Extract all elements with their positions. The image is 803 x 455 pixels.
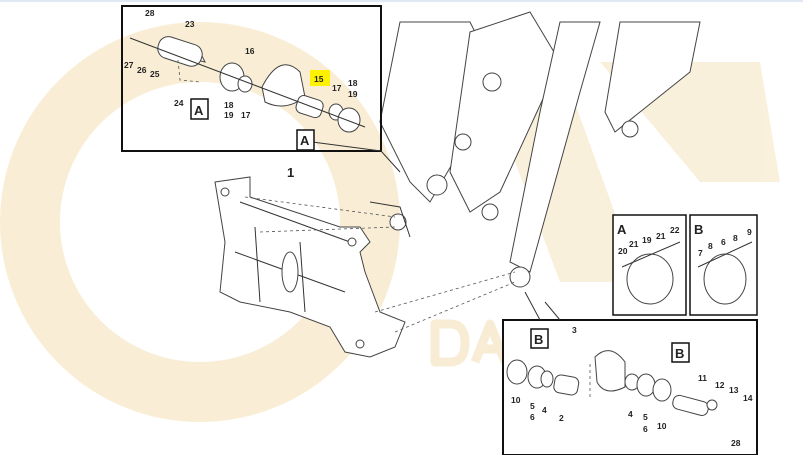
part-label[interactable]: 12 — [715, 380, 725, 390]
part-label[interactable]: 8 — [708, 241, 713, 251]
part-label[interactable]: 7 — [698, 248, 703, 258]
part-label[interactable]: 18 — [224, 100, 234, 110]
part-label[interactable]: 27 — [124, 60, 134, 70]
part-label[interactable]: 6 — [530, 412, 535, 422]
part-label[interactable]: 3 — [572, 325, 577, 335]
inset-a-callouts[interactable]: A A — [194, 103, 310, 148]
part-label[interactable]: 17 — [332, 83, 342, 93]
box-a-title: A — [617, 222, 627, 237]
part-label[interactable]: 4 — [542, 405, 547, 415]
part-label[interactable]: 10 — [511, 395, 521, 405]
highlight-marker — [310, 70, 330, 86]
ring-detail-a — [612, 214, 687, 316]
inset-pin-a — [121, 5, 401, 173]
part-label[interactable]: 14 — [743, 393, 753, 403]
part-label[interactable]: 26 — [137, 65, 147, 75]
part-label[interactable]: 19 — [224, 110, 234, 120]
frame-label: 1 — [287, 165, 294, 180]
box-b-title: B — [694, 222, 703, 237]
part-label[interactable]: 5 — [643, 412, 648, 422]
part-label[interactable]: 13 — [729, 385, 739, 395]
part-label[interactable]: 22 — [670, 225, 680, 235]
part-label[interactable]: 11 — [698, 373, 707, 383]
callout-a[interactable]: A — [194, 103, 204, 118]
part-label[interactable]: 4 — [628, 409, 633, 419]
part-label[interactable]: 2 — [559, 413, 564, 423]
part-label[interactable]: 10 — [657, 421, 667, 431]
part-label[interactable]: 6 — [643, 424, 648, 434]
inset-pin-b — [502, 291, 758, 455]
part-label-highlighted[interactable]: 15 — [314, 74, 324, 84]
part-label[interactable]: 28 — [731, 438, 741, 448]
inset-b-callouts[interactable]: B B — [534, 332, 684, 361]
callout-a[interactable]: A — [300, 133, 310, 148]
part-label[interactable]: 19 — [642, 235, 652, 245]
loader-arm-drawing — [369, 11, 701, 288]
part-label[interactable]: 28 — [145, 8, 155, 18]
part-label[interactable]: 5 — [530, 401, 535, 411]
part-label[interactable]: 17 — [241, 110, 251, 120]
part-label[interactable]: 16 — [245, 46, 255, 56]
part-label[interactable]: 19 — [348, 89, 358, 99]
frame-drawing — [214, 176, 516, 358]
part-label[interactable]: 21 — [656, 231, 666, 241]
part-label[interactable]: 25 — [150, 69, 160, 79]
part-label[interactable]: 21 — [629, 239, 639, 249]
part-label[interactable]: 18 — [348, 78, 358, 88]
part-label[interactable]: 23 — [185, 19, 195, 29]
part-label[interactable]: 24 — [174, 98, 184, 108]
part-label[interactable]: 20 — [618, 246, 628, 256]
part-label[interactable]: 9 — [747, 227, 752, 237]
part-label[interactable]: 8 — [733, 233, 738, 243]
callout-b[interactable]: B — [534, 332, 543, 347]
part-label[interactable]: 6 — [721, 237, 726, 247]
ring-detail-b — [689, 214, 758, 316]
callout-b[interactable]: B — [675, 346, 684, 361]
